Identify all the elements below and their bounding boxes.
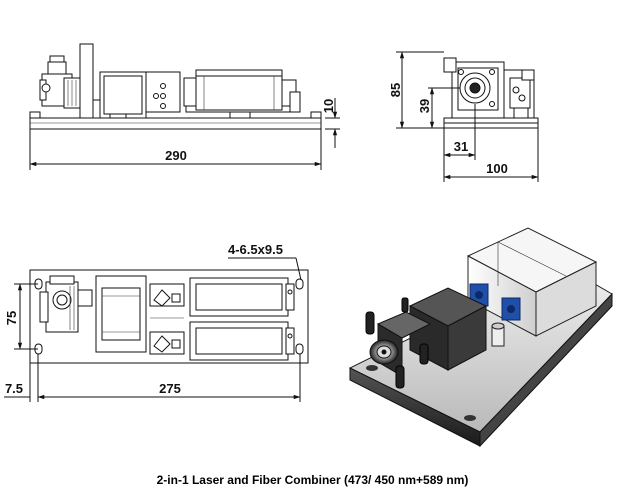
isometric-render	[348, 227, 613, 448]
figure-caption: 2-in-1 Laser and Fiber Combiner (473/ 45…	[156, 473, 469, 487]
dim-top-hole-offset: 7.5	[5, 381, 23, 396]
dim-end-axis-height: 39	[417, 99, 432, 113]
side-view	[29, 43, 340, 170]
dim-side-height: 10	[321, 99, 336, 113]
top-view	[4, 257, 309, 402]
dim-top-hole-pitch: 275	[159, 381, 181, 396]
dim-end-axis-offset: 31	[454, 139, 468, 154]
dim-top-width: 75	[4, 311, 19, 325]
dim-side-length: 290	[165, 148, 187, 163]
dim-mounting-holes: 4-6.5x9.5	[228, 242, 283, 257]
dim-end-height: 85	[388, 83, 403, 97]
dim-end-width: 100	[486, 161, 508, 176]
end-view	[396, 51, 539, 182]
